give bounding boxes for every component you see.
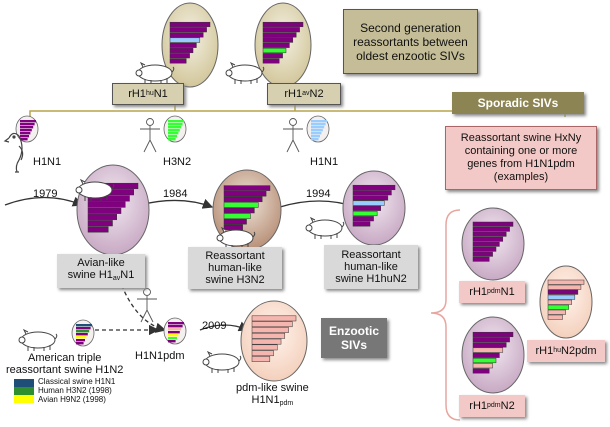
human-figure-icon (140, 118, 160, 153)
virus-segment-icon (163, 115, 187, 143)
legend-avian: Avian H9N2 (1998) (38, 395, 106, 404)
second-generation-title-box: Second generation reassortants between o… (343, 9, 478, 74)
pig-icon (305, 216, 345, 239)
human-figure-icon (283, 118, 303, 153)
virus-rh1hun1 (161, 2, 219, 88)
enzootic-header: Enzootic SIVs (321, 318, 387, 358)
human-figure-icon (137, 288, 157, 323)
bird-icon (3, 132, 24, 173)
lineage-human-h3n2: Reassortant human-like swine H3N2 (188, 247, 282, 289)
virus-rh1avn2 (254, 2, 312, 88)
source-h3n2: H3N2 (163, 156, 192, 168)
year-2009: 2009 (202, 320, 227, 332)
h1n1pdm-label: H1N1pdm (135, 350, 185, 362)
pig-icon (225, 61, 265, 84)
virus-rh1hun2pdm (539, 265, 593, 339)
pig-icon (75, 178, 115, 201)
source-h1n1-left: H1N1 (33, 156, 62, 168)
virus-segment-icon (71, 319, 95, 347)
title-line-3: oldest enzootic SIVs (356, 48, 465, 63)
year-1979: 1979 (33, 188, 58, 200)
pig-icon (18, 328, 58, 351)
pdm-like-label: pdm-like swine H1N1pdm (236, 382, 309, 407)
legend-human: Human H3N2 (1998) (38, 386, 112, 395)
pink-bracket (430, 209, 461, 421)
lineage-human-h1hun2: Reassortant human-like swine H1huN2 (324, 245, 418, 289)
year-1994: 1994 (306, 188, 331, 200)
sporadic-header: Sporadic SIVs (452, 92, 584, 114)
source-h1n1-right: H1N1 (310, 156, 339, 168)
american-triple-label: American triple reassortant swine H1N2 (6, 352, 124, 376)
sporadic-description-box: Reassortant swine HxNy containing one or… (445, 126, 597, 190)
lineage-avian-like: Avian-like swine H1avN1 (57, 254, 145, 288)
year-1984: 1984 (163, 188, 188, 200)
title-line-1: Second generation (360, 20, 461, 35)
virus-pdm-like (240, 300, 308, 382)
pig-icon (202, 350, 242, 373)
virus-segment-icon (306, 115, 330, 143)
legend-classical: Classical swine H1N1 (38, 377, 116, 386)
virus-segment-icon (15, 115, 39, 143)
pig-icon (216, 226, 256, 249)
legend-swatches (14, 379, 34, 403)
virus-avian-like (76, 164, 150, 256)
pig-icon (135, 61, 175, 84)
title-line-2: reassortants between (353, 34, 468, 49)
virus-rh1pdmn1 (461, 207, 525, 281)
virus-human-h1hun2 (342, 170, 406, 246)
virus-rh1pdmn2 (461, 316, 525, 394)
virus-segment-icon (163, 317, 187, 345)
